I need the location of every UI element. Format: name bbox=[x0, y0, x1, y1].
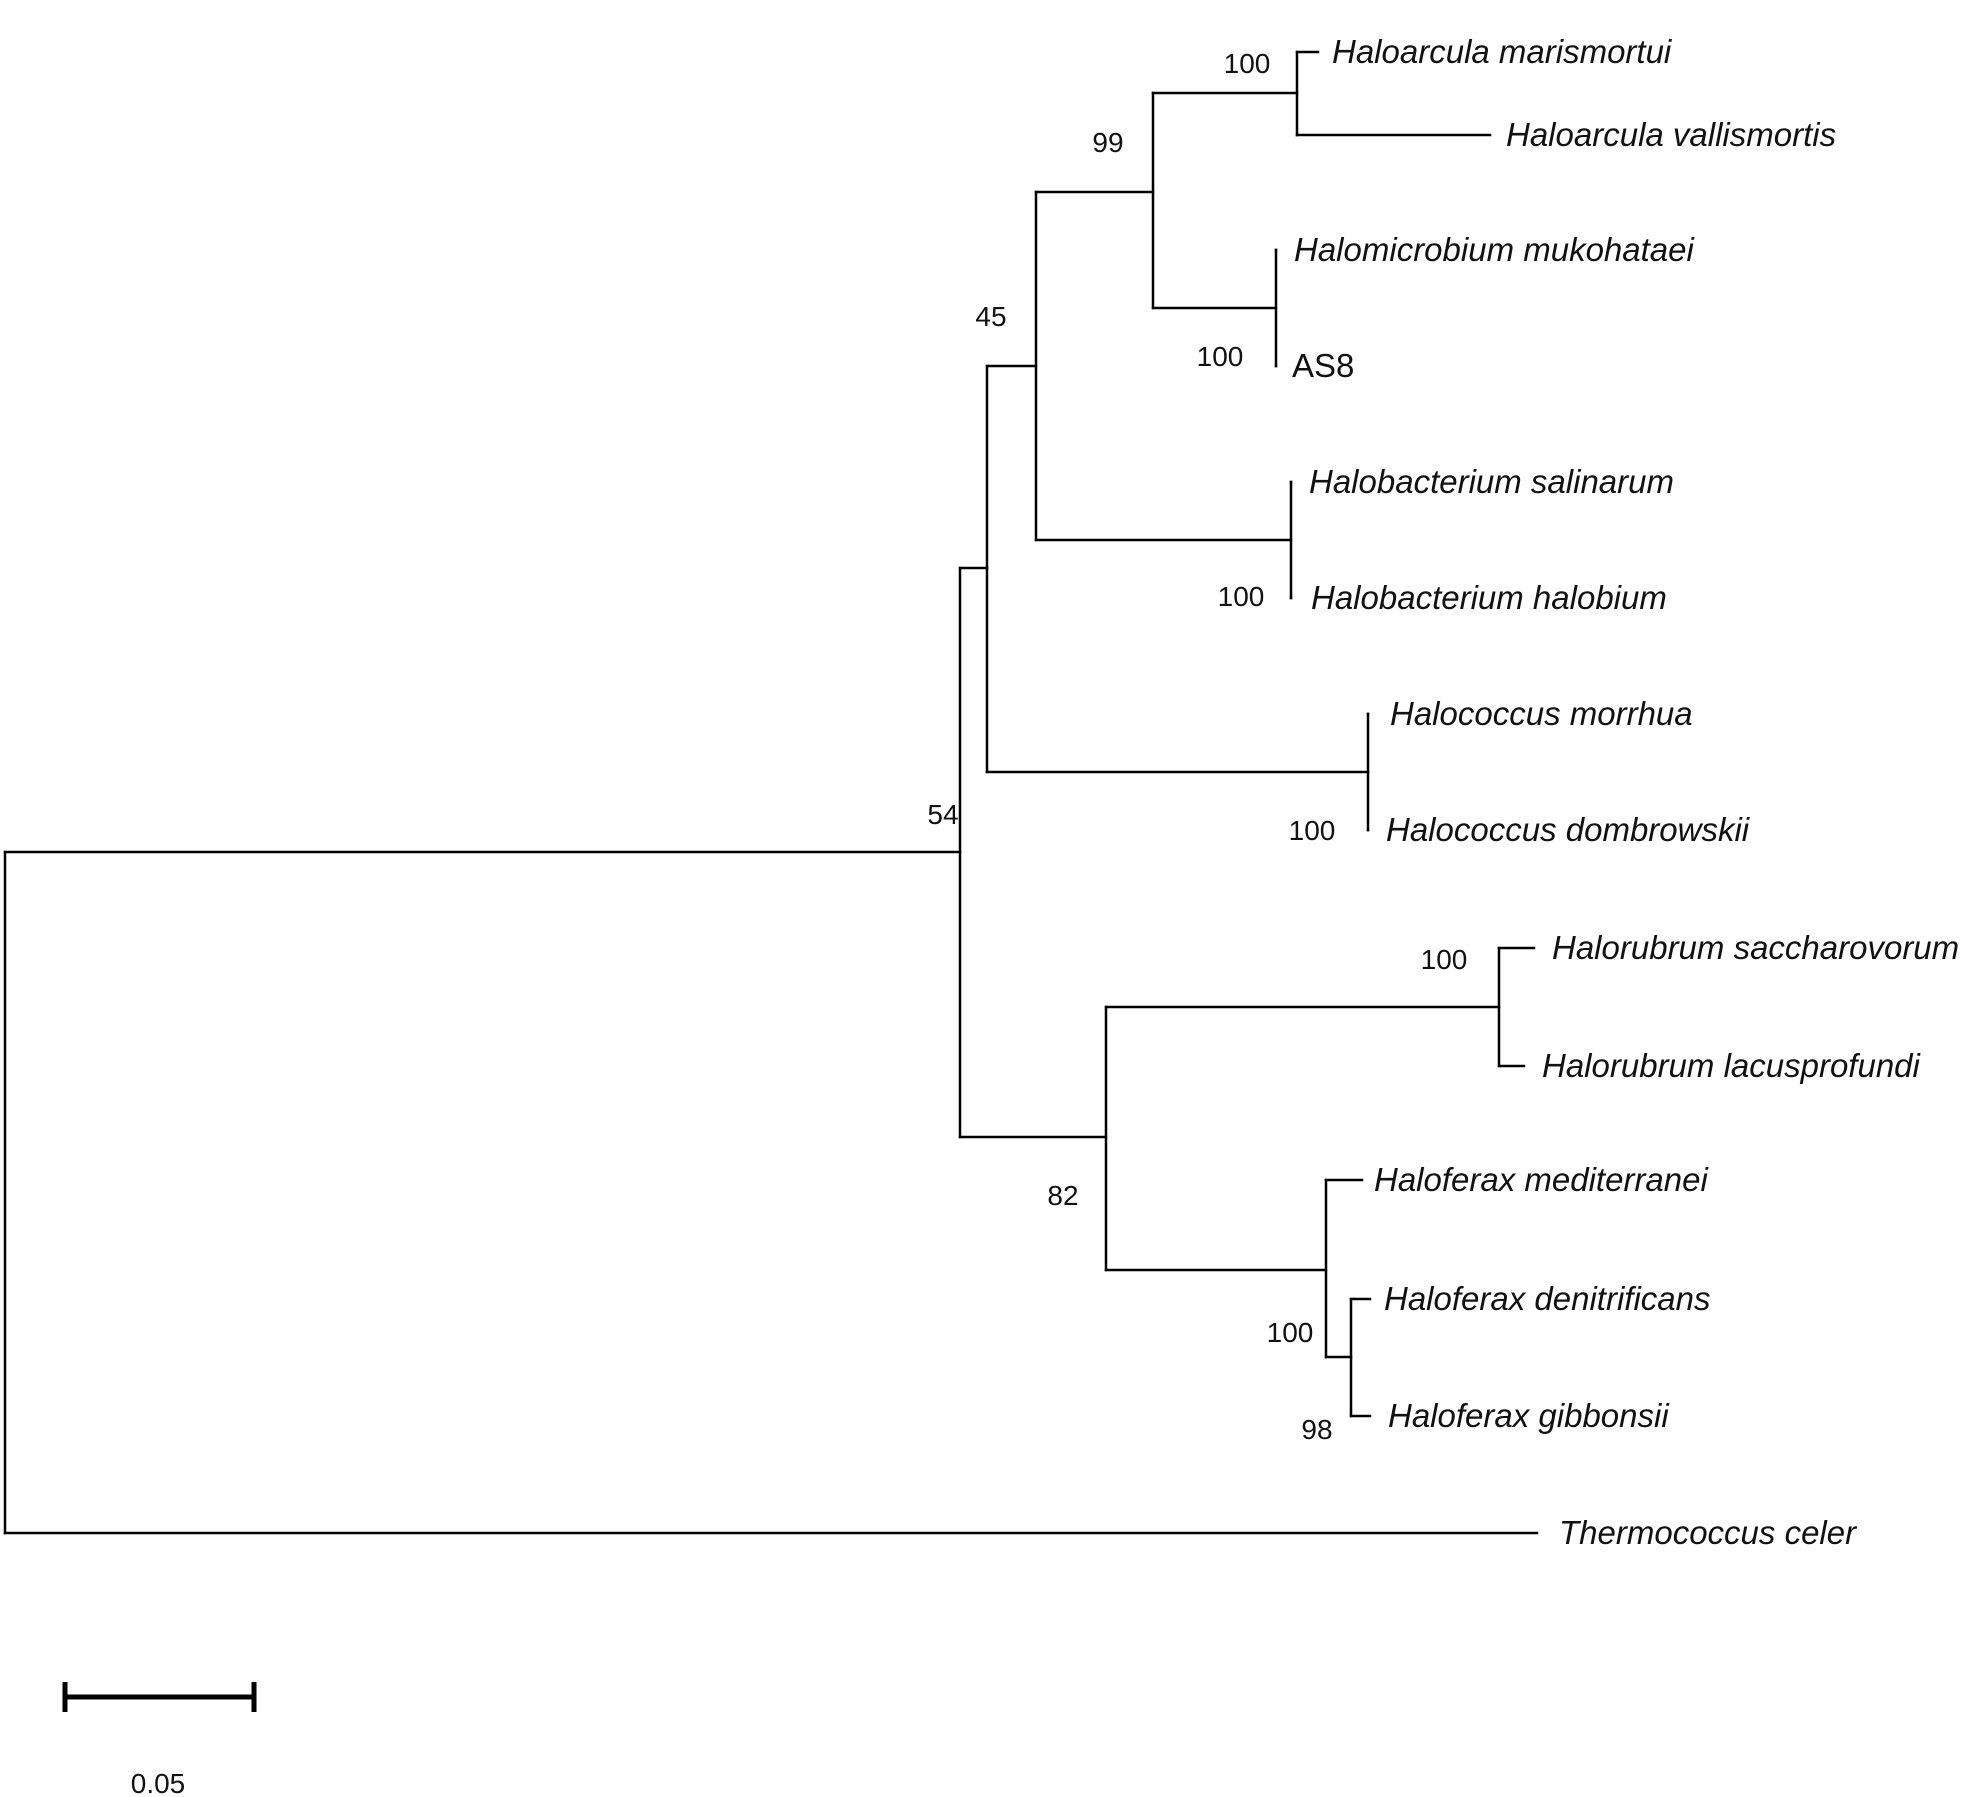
scale-bar-label: 0.05 bbox=[131, 1768, 186, 1797]
bootstrap-value-n_82: 82 bbox=[1047, 1180, 1078, 1211]
taxon-label-morrhua: Halococcus morrhua bbox=[1390, 695, 1693, 732]
bootstrap-value-n_rubrum: 100 bbox=[1421, 944, 1468, 975]
bootstrap-value-n_bacterium: 100 bbox=[1218, 581, 1265, 612]
bootstrap-value-n_ferax: 100 bbox=[1267, 1317, 1314, 1348]
taxon-label-celer: Thermococcus celer bbox=[1559, 1514, 1858, 1551]
taxon-label-mukohataei: Halomicrobium mukohataei bbox=[1294, 231, 1696, 268]
taxon-label-dombrowskii: Halococcus dombrowskii bbox=[1386, 811, 1751, 848]
bootstrap-value-n_arcula: 100 bbox=[1224, 48, 1271, 79]
taxon-label-gibbonsii: Haloferax gibbonsii bbox=[1388, 1397, 1670, 1434]
scale-bar: 0.05 bbox=[62, 1682, 257, 1797]
bootstrap-value-n_microbium: 100 bbox=[1197, 341, 1244, 372]
taxon-label-vallismortis: Haloarcula vallismortis bbox=[1506, 116, 1836, 153]
taxon-label-marismortui: Haloarcula marismortui bbox=[1332, 33, 1673, 70]
taxon-label-salinarum: Halobacterium salinarum bbox=[1309, 463, 1674, 500]
bootstrap-value-n_45: 45 bbox=[975, 301, 1006, 332]
taxon-label-halobium: Halobacterium halobium bbox=[1311, 579, 1667, 616]
bootstrap-values: 54 45 99 100 100 100 100 82 100 100 98 bbox=[927, 48, 1467, 1445]
taxon-label-mediterranei: Haloferax mediterranei bbox=[1374, 1161, 1709, 1198]
taxon-label-as8: AS8 bbox=[1292, 347, 1354, 384]
bootstrap-value-ingroup: 54 bbox=[927, 799, 958, 830]
bootstrap-value-n_98: 98 bbox=[1301, 1414, 1332, 1445]
tree-branches bbox=[3, 50, 1539, 1535]
taxon-label-denitrificans: Haloferax denitrificans bbox=[1384, 1280, 1711, 1317]
bootstrap-value-n_coccus: 100 bbox=[1289, 815, 1336, 846]
bootstrap-value-n_99: 99 bbox=[1092, 127, 1123, 158]
taxon-label-saccharovorum: Halorubrum saccharovorum bbox=[1552, 929, 1959, 966]
taxon-label-lacusprofundi: Halorubrum lacusprofundi bbox=[1542, 1047, 1922, 1084]
